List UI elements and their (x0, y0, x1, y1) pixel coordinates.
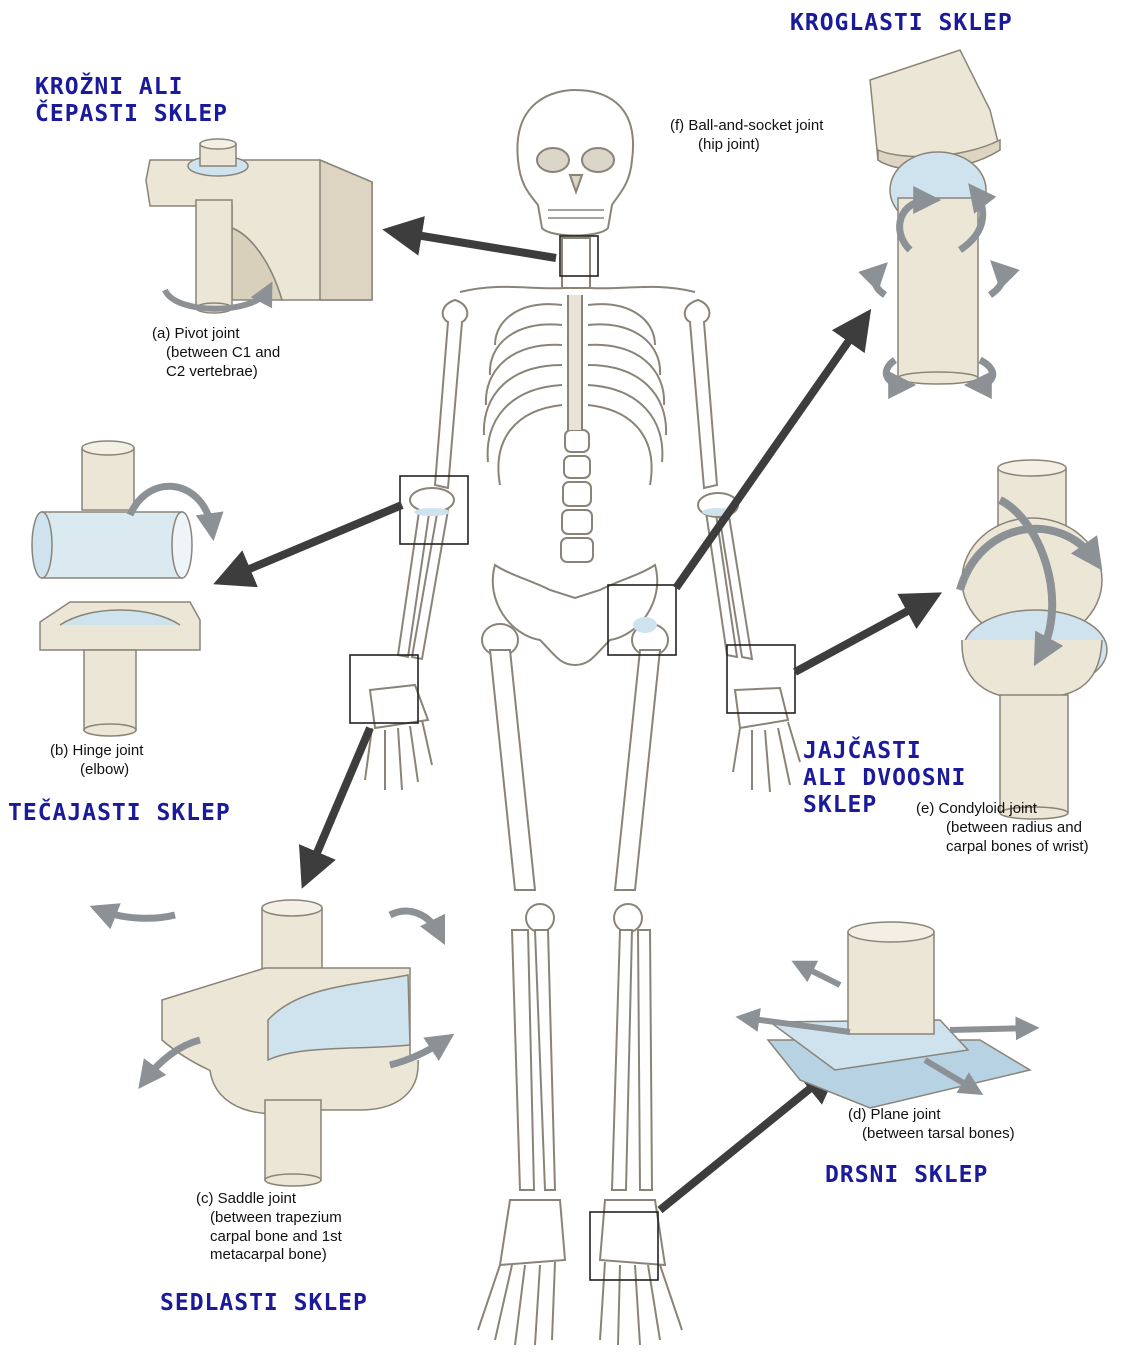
caption-condyloid: (e) Condyloid joint (between radius and … (916, 800, 1089, 856)
clavicle-left (460, 287, 565, 292)
pelvis (493, 565, 657, 665)
label-jajcasti-line1: JAJČASTI (803, 738, 966, 765)
pivot-joint-model (146, 139, 372, 313)
arrow-saddle (308, 728, 370, 874)
label-kroglasti: KROGLASTI SKLEP (790, 10, 1013, 37)
feet (478, 1200, 682, 1345)
clavicle-right (590, 287, 695, 292)
arrow-hinge (228, 505, 402, 578)
arrow-condyloid (795, 600, 928, 672)
caption-saddle: (c) Saddle joint (between trapezium carp… (196, 1190, 342, 1265)
hands (365, 685, 800, 792)
ball-socket-joint-model (870, 50, 1003, 385)
caption-hinge: (b) Hinge joint (elbow) (50, 742, 143, 780)
label-tecajasti: TEČAJASTI SKLEP (8, 800, 231, 827)
label-drsni: DRSNI SKLEP (825, 1162, 988, 1189)
arrow-pivot (398, 232, 556, 258)
label-sedlasti: SEDLASTI SKLEP (160, 1290, 368, 1317)
caption-plane: (d) Plane joint (between tarsal bones) (848, 1106, 1015, 1144)
saddle-joint-model (100, 900, 445, 1186)
label-jajcasti-line2: ALI DVOOSNI (803, 765, 966, 792)
arrow-plane (660, 1074, 828, 1210)
plane-joint-model (745, 922, 1030, 1108)
label-krozni: KROŽNI ALI ČEPASTI SKLEP (35, 74, 228, 128)
skull (517, 90, 633, 236)
label-krozni-line2: ČEPASTI SKLEP (35, 101, 228, 128)
legs (482, 624, 668, 1190)
label-krozni-line1: KROŽNI ALI (35, 74, 228, 101)
condyloid-joint-model (960, 460, 1107, 819)
caption-ball-socket: (f) Ball-and-socket joint (hip joint) (670, 117, 823, 155)
skeleton (365, 90, 800, 1345)
caption-pivot: (a) Pivot joint (between C1 and C2 verte… (152, 325, 280, 381)
hinge-joint-model (32, 441, 212, 736)
